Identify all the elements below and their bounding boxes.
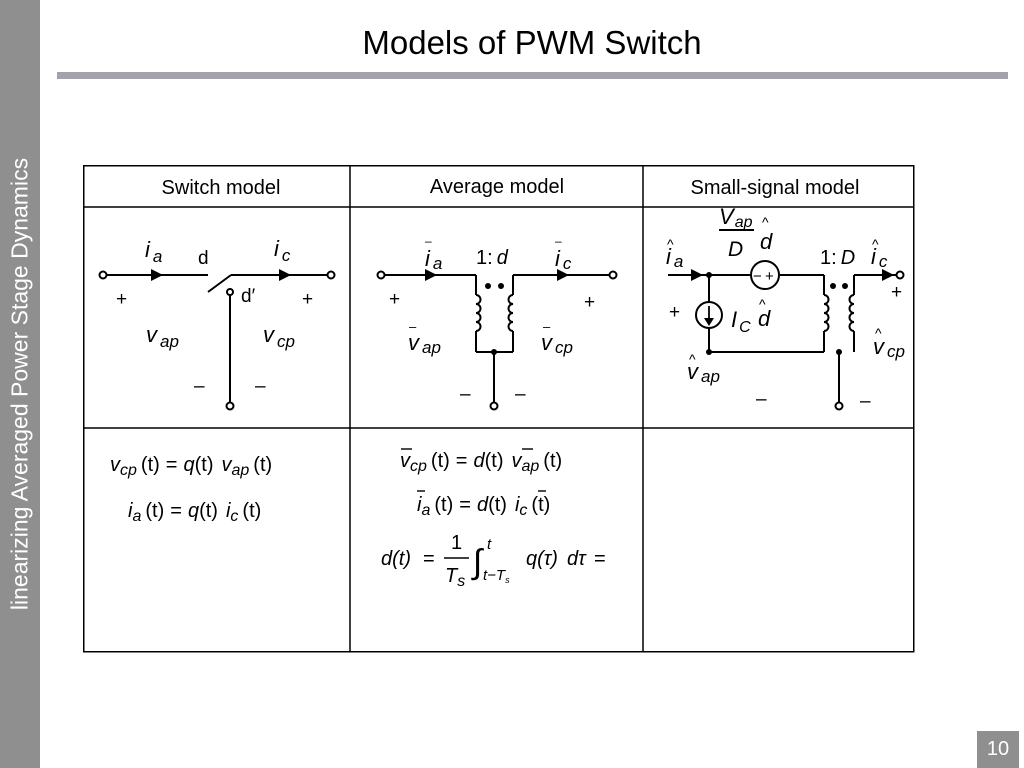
minus-left: – [756,389,767,410]
svg-text:t: t [487,536,492,553]
average-eq-1: vcp(t)=d(t)vap(t) [400,450,562,475]
slide-title: Models of PWM Switch [362,24,702,61]
average-eq-3: d(t) = 1 Ts ∫ t t−Ts q(τ) dτ = [381,532,606,590]
src-plus: + [765,268,774,285]
ratio-label: 1:d [476,247,509,269]
models-table: Switch model Average model Small-signal … [83,165,915,653]
minus-left: – [460,384,471,405]
svg-text:t−Ts: t−Ts [483,567,510,585]
ic-dhat-label: d [758,306,771,331]
ic-dhat-hat: ^ [759,296,766,312]
ia-bar: – [425,234,432,248]
vap-bar: – [409,319,417,334]
svg-text:1: 1 [451,532,462,554]
d-denominator: D [728,238,743,261]
ia-hat: ^ [667,236,674,252]
switch-eq-1: vcp(t)=q(t)vap(t) [110,454,272,479]
title-rule [57,72,1008,79]
vcp-hat: ^ [875,325,882,341]
sidebar-band: linearizing Averaged Power Stage Dynamic… [0,0,40,768]
sidebar-title: linearizing Averaged Power Stage Dynamic… [6,157,33,611]
plus-right: + [584,292,595,313]
terminal-c [326,270,336,280]
vap-hat: ^ [689,351,696,367]
svg-text:=: = [423,548,435,570]
dprime-label: d′ [241,286,256,307]
minus-right: – [255,376,266,397]
plus-left: + [669,302,680,323]
ratio-label: 1:D [820,247,855,269]
header-average-model: Average model [430,176,564,198]
dhat-label: d [760,229,773,254]
d-label: d [198,248,209,269]
minus-right: – [515,384,526,405]
vap-over-d-label: Vap [719,204,753,231]
terminal-p [225,401,235,411]
svg-text:dτ: dτ [567,548,587,570]
svg-text:Ts: Ts [445,565,465,590]
src-minus: − [753,268,762,285]
average-eq-2: ia(t)=d(t)ic(t) [417,494,550,519]
table-grid [83,165,915,653]
header-small-signal-model: Small-signal model [691,177,860,199]
switch-equations: vcp(t)=q(t)vap(t) ia(t)=q(t)ic(t) [110,454,272,525]
plus-right: + [891,282,902,303]
svg-text:∫: ∫ [471,543,484,581]
plus-left: + [116,289,127,310]
dhat-hat: ^ [762,214,769,230]
svg-text:=: = [594,548,606,570]
ic-hat: ^ [872,236,879,252]
terminal-a [98,270,108,280]
svg-text:q(τ): q(τ) [526,548,558,570]
average-equations: vcp(t)=d(t)vap(t) ia(t)=d(t)ic(t) d(t) =… [381,448,606,590]
plus-right: + [302,289,313,310]
minus-right: – [860,391,871,412]
switch-eq-2: ia(t)=q(t)ic(t) [128,500,261,525]
ic-bar: – [555,234,562,248]
voltage-source [750,260,780,290]
header-switch-model: Switch model [162,177,281,199]
svg-text:d(t): d(t) [381,548,411,570]
vcp-bar: – [543,319,551,334]
minus-left: – [194,376,205,397]
plus-left: + [389,289,400,310]
page-number: 10 [977,731,1019,768]
